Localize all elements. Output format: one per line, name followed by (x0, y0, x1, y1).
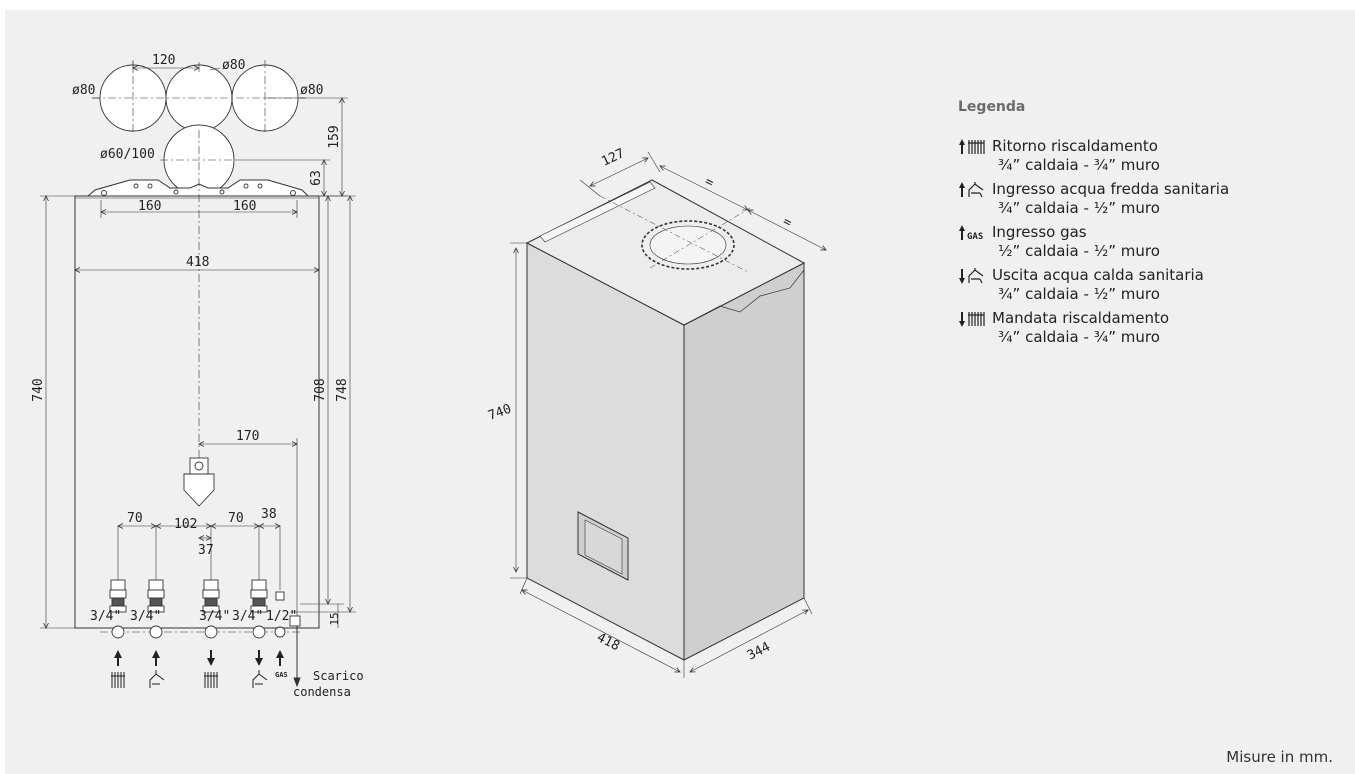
tap-icon-left (149, 670, 165, 688)
isometric-view (510, 151, 826, 678)
legend-item-heating-return: Ritorno riscaldamento ³⁄₄” caldaia - ³⁄₄… (958, 137, 1229, 175)
radiator-icon-right (204, 672, 218, 688)
connection-size-2: 3/4" (130, 609, 161, 624)
flue-label-center: ø80 (222, 58, 245, 73)
heating-return-icon (959, 138, 985, 154)
legend-label: Mandata riscaldamento (992, 309, 1170, 327)
legend-sub: ³⁄₄” caldaia - ¹⁄₂” muro (998, 285, 1160, 303)
dim-height-748: 748 (335, 378, 350, 401)
hot-water-outlet-icon (959, 267, 984, 284)
legend: Legenda Ritorno riscaldamento ³⁄₄” calda… (958, 99, 1229, 352)
front-view-icons (114, 650, 284, 666)
dim-flue-height: 159 (327, 125, 342, 148)
cold-water-inlet-icon (959, 181, 984, 197)
flue-label-right: ø80 (300, 83, 323, 98)
dim-flue-spacing: 120 (152, 53, 175, 68)
flue-label-left: ø80 (72, 83, 95, 98)
radiator-icon-left (111, 672, 125, 688)
dim-37: 37 (198, 543, 214, 558)
legend-label: Ingresso acqua fredda sanitaria (992, 180, 1230, 198)
legend-sub: ³⁄₄” caldaia - ³⁄₄” muro (998, 328, 1160, 346)
dim-15: 15 (328, 612, 341, 625)
dim-bracket-right: 160 (233, 199, 256, 214)
iso-dim-depth: 344 (745, 639, 773, 663)
legend-label: Uscita acqua calda sanitaria (992, 266, 1204, 284)
iso-dim-127: 127 (599, 146, 627, 170)
legend-sub: ³⁄₄” caldaia - ³⁄₄” muro (998, 156, 1160, 174)
iso-dim-height: 740 (486, 402, 513, 424)
dim-height-708: 708 (313, 378, 328, 401)
heating-flow-icon (959, 311, 985, 327)
connection-size-3: 3/4" (199, 609, 230, 624)
legend-sub: ¹⁄₂” caldaia - ¹⁄₂” muro (998, 242, 1160, 260)
legend-sub: ³⁄₄” caldaia - ¹⁄₂” muro (998, 199, 1160, 217)
legend-item-cold-water: Ingresso acqua fredda sanitaria ³⁄₄” cal… (958, 180, 1229, 218)
mounting-bracket (86, 179, 310, 197)
legend-item-heating-flow: Mandata riscaldamento ³⁄₄” caldaia - ³⁄₄… (958, 309, 1229, 347)
dim-38: 38 (261, 507, 277, 522)
connection-size-5: 1/2" (266, 609, 297, 624)
legend-title: Legenda (958, 99, 1026, 115)
legend-item-gas: GAS Ingresso gas ¹⁄₂” caldaia - ¹⁄₂” mur… (958, 223, 1229, 261)
tap-icon-right (252, 670, 268, 688)
dim-70-right: 70 (228, 511, 244, 526)
condensate-label-1: Scarico (313, 669, 364, 683)
dim-170: 170 (236, 429, 259, 444)
iso-equal-mark-1: = (702, 174, 716, 191)
dim-bracket-left: 160 (138, 199, 161, 214)
iso-equal-mark-2: = (780, 214, 794, 231)
connection-size-1: 3/4" (90, 609, 121, 624)
gas-icon-text: GAS (967, 232, 983, 242)
boiler-front-outline (74, 195, 320, 629)
condensate-label-2: condensa (293, 685, 351, 699)
dim-height-total: 740 (31, 378, 46, 401)
connection-fittings (109, 579, 301, 627)
connection-size-4: 3/4" (232, 609, 263, 624)
iso-dim-width: 418 (594, 630, 622, 654)
dim-70-left: 70 (127, 511, 143, 526)
legend-item-hot-water: Uscita acqua calda sanitaria ³⁄₄” caldai… (958, 266, 1229, 304)
coaxial-flue-label: ø60/100 (100, 147, 155, 162)
measurement-note: Misure in mm. (1226, 748, 1333, 766)
iso-side-face (683, 262, 805, 661)
dim-width: 418 (186, 255, 209, 270)
gas-label: GAS (275, 671, 288, 679)
dim-102: 102 (174, 517, 197, 532)
legend-label: Ingresso gas (992, 223, 1087, 241)
front-view (40, 60, 356, 688)
legend-label: Ritorno riscaldamento (992, 137, 1158, 155)
dim-coaxial-height: 63 (309, 170, 324, 186)
gas-inlet-icon: GAS (959, 224, 983, 242)
